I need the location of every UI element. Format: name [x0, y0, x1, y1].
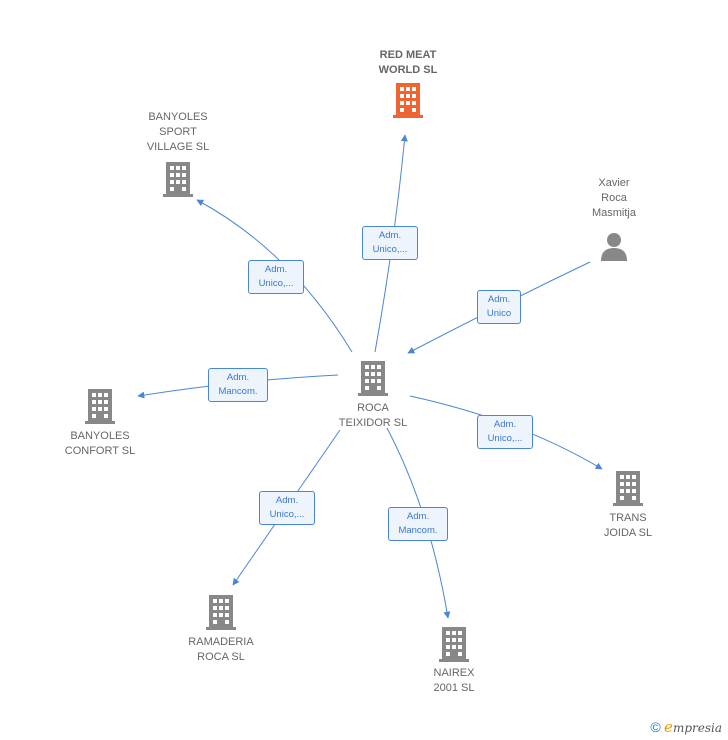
node-nairex-2001[interactable]: NAIREX 2001 SL: [414, 626, 494, 696]
copyright-icon: ©: [650, 719, 661, 735]
person-icon: [601, 233, 627, 261]
building-icon: [439, 627, 469, 662]
node-label: BANYOLES SPORT VILLAGE SL: [146, 111, 210, 153]
node-banyoles-sport-village[interactable]: BANYOLES SPORT VILLAGE SL: [133, 110, 223, 197]
brand-logo-text: mpresia: [672, 721, 722, 735]
building-icon: [85, 389, 115, 424]
node-ramaderia-roca[interactable]: RAMADERIA ROCA SL: [176, 594, 266, 665]
footer-credit: © empresia: [650, 718, 722, 736]
brand-logo-initial: e: [664, 718, 673, 736]
building-icon: [393, 83, 423, 118]
building-icon: [358, 361, 388, 396]
node-roca-teixidor[interactable]: ROCA TEIXIDOR SL: [330, 360, 416, 431]
building-icon: [613, 471, 643, 506]
building-icon: [163, 162, 193, 197]
node-banyoles-confort[interactable]: BANYOLES CONFORT SL: [55, 388, 145, 459]
node-label: RAMADERIA ROCA SL: [188, 636, 254, 663]
relation-label-ramaderia[interactable]: Adm. Unico,...: [259, 491, 315, 525]
node-red-meat-world[interactable]: RED MEAT WORLD SL: [360, 48, 456, 118]
relation-label-nairex[interactable]: Adm. Mancom.: [388, 507, 448, 541]
node-label: NAIREX 2001 SL: [433, 667, 475, 694]
node-label: ROCA TEIXIDOR SL: [338, 402, 408, 429]
relation-label-trans-joida[interactable]: Adm. Unico,...: [477, 415, 533, 449]
node-label: RED MEAT WORLD SL: [378, 49, 438, 76]
relation-label-banyoles-sport[interactable]: Adm. Unico,...: [248, 260, 304, 294]
relation-label-xavier[interactable]: Adm. Unico: [477, 290, 521, 324]
node-trans-joida[interactable]: TRANS JOIDA SL: [588, 470, 668, 541]
node-label: BANYOLES CONFORT SL: [64, 430, 136, 457]
node-label: Xavier Roca Masmitja: [591, 177, 636, 219]
node-label: TRANS JOIDA SL: [603, 512, 653, 539]
relation-label-banyoles-confort[interactable]: Adm. Mancom.: [208, 368, 268, 402]
building-icon: [206, 595, 236, 630]
relation-label-red-meat[interactable]: Adm. Unico,...: [362, 226, 418, 260]
node-xavier-roca-masmitja[interactable]: Xavier Roca Masmitja: [574, 176, 654, 261]
